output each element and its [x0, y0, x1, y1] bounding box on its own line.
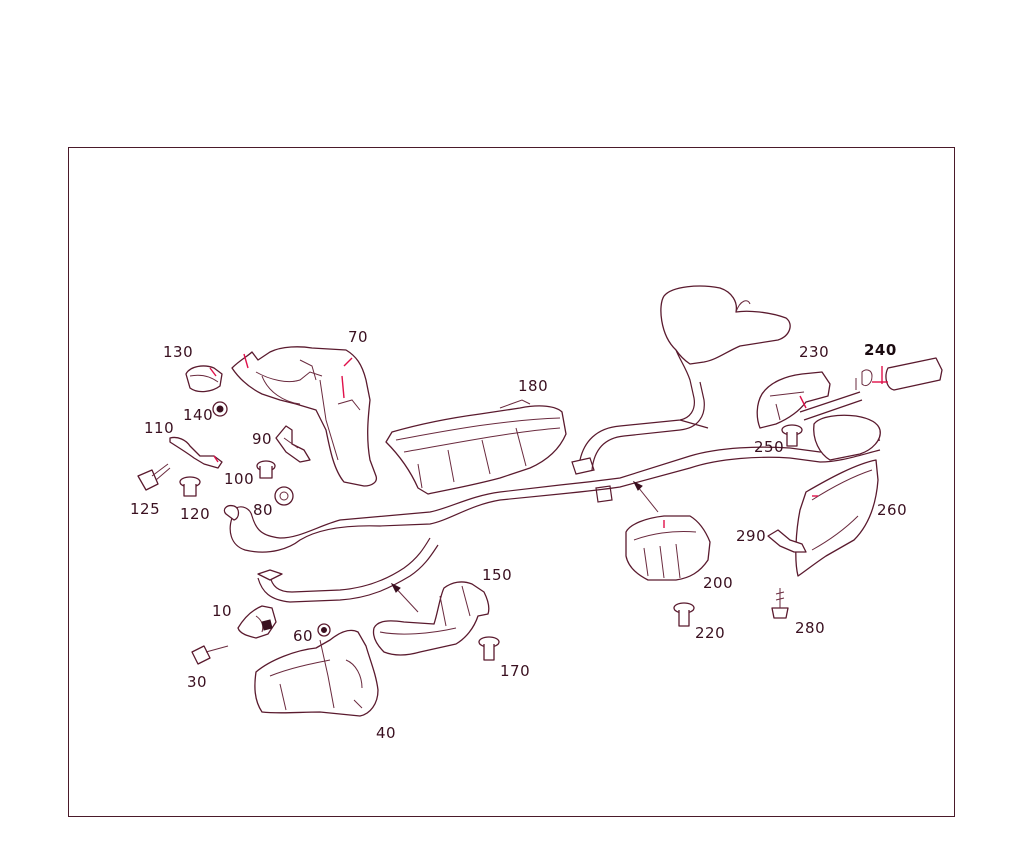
part-140-nut	[212, 401, 228, 417]
label-170: 170	[500, 662, 530, 680]
label-10: 10	[212, 602, 232, 620]
part-100-grommet	[256, 460, 276, 479]
part-260-heat-shield	[795, 459, 879, 577]
part-180-heat-shield	[385, 399, 567, 495]
part-240-tailpipe	[855, 357, 943, 391]
diagram-frame	[68, 147, 955, 817]
label-260: 260	[877, 501, 907, 519]
label-80: 80	[253, 501, 273, 519]
part-200-hanger	[625, 515, 711, 581]
part-220-grommet	[673, 602, 695, 627]
label-290: 290	[736, 527, 766, 545]
label-150: 150	[482, 566, 512, 584]
label-90: 90	[252, 430, 272, 448]
part-150-bracket	[372, 581, 490, 656]
label-100: 100	[224, 470, 254, 488]
label-70: 70	[348, 328, 368, 346]
part-30-bolt	[191, 645, 229, 665]
part-40-heat-shield	[254, 629, 379, 717]
part-110-clamp	[169, 436, 223, 469]
label-120: 120	[180, 505, 210, 523]
part-60-nut	[317, 623, 331, 637]
label-180: 180	[518, 377, 548, 395]
part-125-bolt	[137, 463, 171, 491]
label-30: 30	[187, 673, 207, 691]
exhaust-pipe-system	[223, 285, 881, 613]
part-90-bracket	[275, 425, 311, 463]
part-170-grommet	[478, 636, 500, 661]
part-250-grommet	[781, 424, 803, 447]
label-230: 230	[799, 343, 829, 361]
label-130: 130	[163, 343, 193, 361]
part-120-grommet	[179, 476, 201, 497]
part-290-clip	[767, 529, 807, 553]
part-230-bracket	[756, 371, 831, 429]
part-10-hanger	[237, 605, 277, 639]
label-140: 140	[183, 406, 213, 424]
part-labels: 70 130 140 110 90 100 125 120 80 180 10 …	[130, 328, 907, 742]
label-110: 110	[144, 419, 174, 437]
label-240: 240	[864, 341, 897, 359]
label-40: 40	[376, 724, 396, 742]
label-60: 60	[293, 627, 313, 645]
label-125: 125	[130, 500, 160, 518]
label-200: 200	[703, 574, 733, 592]
part-80-rubber-ring	[274, 486, 294, 506]
label-220: 220	[695, 624, 725, 642]
part-130-rubber-mount	[185, 365, 223, 393]
part-280-screw	[771, 588, 789, 619]
label-250: 250	[754, 438, 784, 456]
label-280: 280	[795, 619, 825, 637]
part-70-heat-shield	[231, 346, 378, 487]
